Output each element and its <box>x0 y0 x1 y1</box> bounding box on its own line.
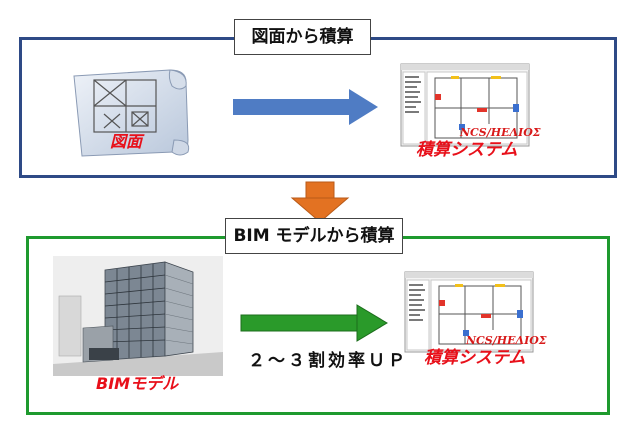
arrow-down-icon <box>290 181 350 223</box>
estimate-system-label: 積算システム <box>416 140 518 160</box>
ncs-helios-brand: NCS/HEΛIOΣ <box>466 334 547 347</box>
bim-building-icon <box>53 256 223 376</box>
bim-model-label: BIMモデル <box>96 374 179 393</box>
estimate-system-screenshot-icon <box>404 271 534 353</box>
drawing-section-title: 図面から積算 <box>234 19 371 55</box>
bim-section-title: BIM モデルから積算 <box>225 218 403 254</box>
arrow-right-icon <box>240 304 388 342</box>
arrow-right-icon <box>233 89 378 125</box>
estimate-system-label: 積算システム <box>424 348 526 368</box>
ncs-helios-brand: NCS/HEΛIOΣ <box>460 126 541 139</box>
estimate-system-screenshot-icon <box>400 63 530 147</box>
efficiency-improvement-text: ２～３割効率ＵＰ <box>248 351 408 371</box>
drawing-label: 図面 <box>110 132 143 151</box>
blueprint-scroll-icon <box>73 69 190 157</box>
